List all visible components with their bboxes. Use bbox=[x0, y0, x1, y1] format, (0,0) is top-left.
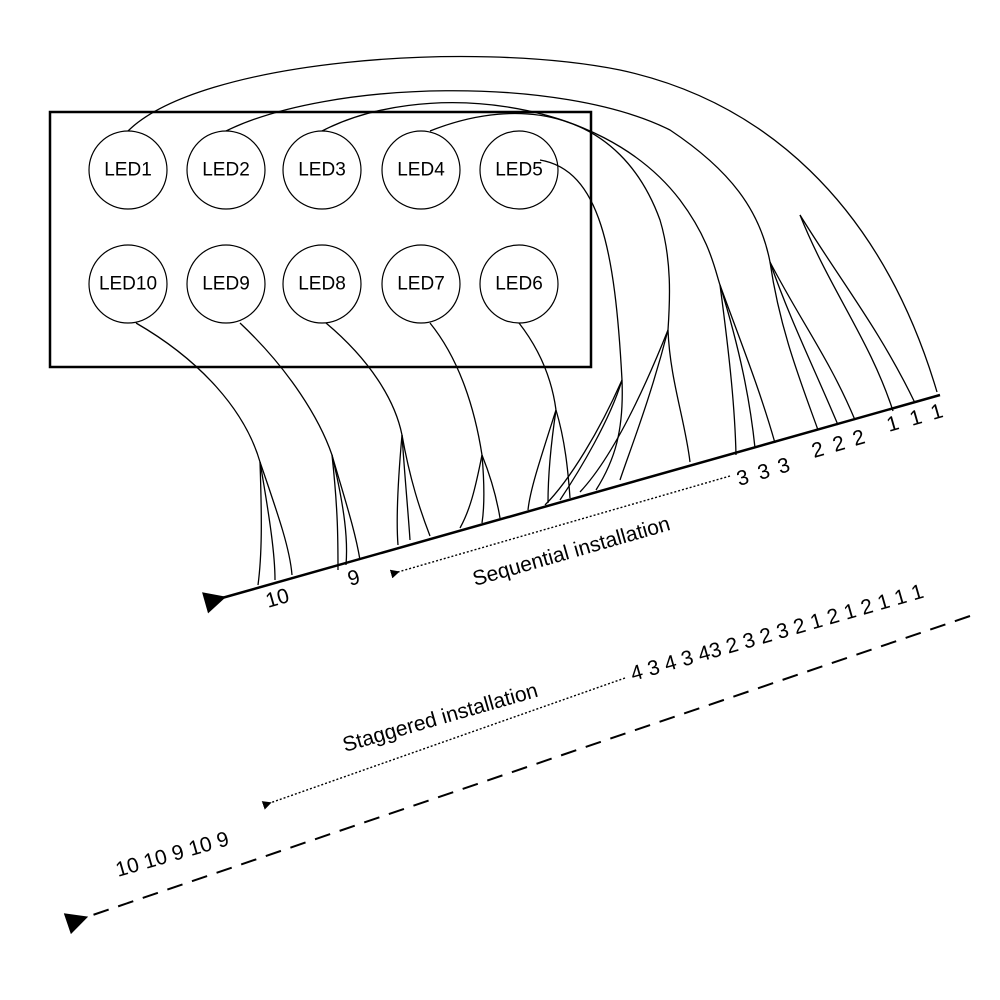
staggered-dashed-line bbox=[63, 615, 971, 935]
led-10: LED10 bbox=[88, 244, 168, 324]
marker-2: 2 bbox=[850, 425, 868, 450]
marker-3: 3 bbox=[775, 453, 793, 478]
led-3: LED3 bbox=[282, 130, 362, 210]
led-8: LED8 bbox=[282, 244, 362, 324]
wire-bundle-led10 bbox=[135, 322, 293, 586]
led-label: LED3 bbox=[298, 160, 346, 181]
led-5: LED5 bbox=[479, 130, 559, 210]
staggered-guide-arrow bbox=[261, 677, 626, 810]
sequential-guide-arrow bbox=[389, 475, 731, 579]
marker-1: 1 bbox=[884, 411, 902, 436]
marker-2: 2 bbox=[809, 437, 827, 462]
led-label: LED7 bbox=[397, 274, 445, 295]
led-label: LED1 bbox=[104, 160, 152, 181]
led-label: LED5 bbox=[495, 160, 543, 181]
wire-bundle-led4 bbox=[429, 112, 691, 493]
led-2: LED2 bbox=[186, 130, 266, 210]
led-9: LED9 bbox=[186, 244, 266, 324]
wire-bundle-led8 bbox=[325, 322, 431, 546]
wire-bundle-led1 bbox=[127, 55, 938, 412]
led-label: LED9 bbox=[202, 274, 250, 295]
wire-bundle-led5 bbox=[539, 159, 623, 506]
wire-bundle-led7 bbox=[429, 322, 501, 529]
led-6: LED6 bbox=[479, 244, 559, 324]
led-label: LED4 bbox=[397, 160, 445, 181]
marker-3: 3 bbox=[734, 465, 752, 490]
sequential-line bbox=[202, 393, 941, 614]
marker-1: 1 bbox=[907, 405, 925, 430]
sequential-markers: 1 1 1 2 2 2 3 3 3 9 10 bbox=[263, 399, 946, 612]
sequential-installation-label: Sequential installation bbox=[470, 512, 673, 590]
staggered-sequence-left: 10 10 9 10 9 bbox=[113, 828, 232, 882]
led-7: LED7 bbox=[381, 244, 461, 324]
led-label: LED8 bbox=[298, 274, 346, 295]
led-panel bbox=[48, 110, 593, 369]
led-label: LED2 bbox=[202, 160, 250, 181]
wire-bundle-led2 bbox=[225, 90, 856, 431]
led-top-row: LED1 LED2 LED3 LED4 LED5 bbox=[88, 130, 559, 210]
wire-bundle-led3 bbox=[321, 102, 776, 456]
staggered-sequence-right: 4 3 4 3 43 2 3 2 3 2 1 2 1 2 1 1 1 bbox=[628, 580, 926, 686]
marker-2: 2 bbox=[830, 431, 848, 456]
marker-3: 3 bbox=[755, 459, 773, 484]
led-1: LED1 bbox=[88, 130, 168, 210]
led-bottom-row: LED10 LED9 LED8 LED7 LED6 bbox=[88, 244, 559, 324]
marker-9: 9 bbox=[345, 565, 363, 590]
wire-bundle-led9 bbox=[239, 322, 361, 571]
wire-bundle-led6 bbox=[518, 322, 571, 511]
marker-10: 10 bbox=[263, 584, 292, 613]
led-4: LED4 bbox=[381, 130, 461, 210]
led-label: LED6 bbox=[495, 274, 543, 295]
marker-1: 1 bbox=[928, 399, 946, 424]
led-label: LED10 bbox=[99, 274, 157, 295]
